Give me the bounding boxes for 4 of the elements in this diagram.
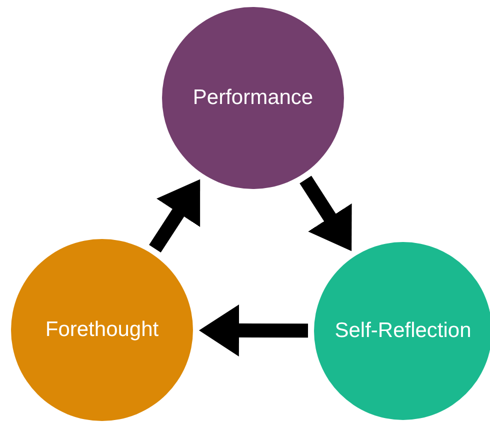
arrow [198, 304, 308, 356]
node-label: Forethought [45, 318, 159, 342]
node-label: Performance [192, 86, 314, 110]
node-label: Self-Reflection [334, 319, 472, 343]
